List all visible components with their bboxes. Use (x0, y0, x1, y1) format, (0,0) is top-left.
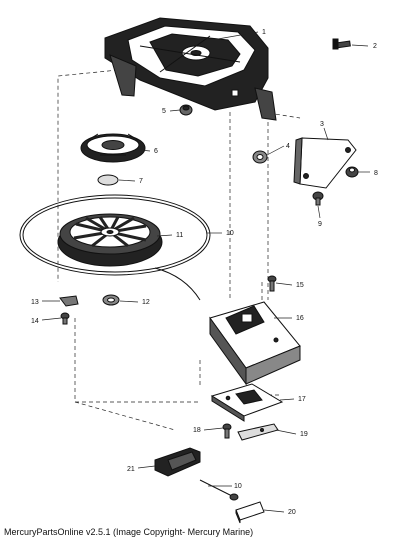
part-disc-7[interactable] (97, 174, 119, 186)
part-rope-guide-16[interactable] (209, 301, 301, 386)
callout-2: 2 (373, 43, 377, 50)
part-screw-2[interactable] (332, 38, 351, 50)
part-strip-19[interactable] (237, 423, 279, 441)
part-bushing-5[interactable] (179, 104, 193, 116)
part-screw-18[interactable] (222, 423, 232, 439)
part-ratchet-6[interactable] (80, 133, 146, 163)
callout-9: 9 (318, 221, 322, 228)
part-spring-10[interactable] (19, 194, 211, 301)
callout-labels: 1 2 3 4 5 6 7 8 9 10 11 12 13 14 15 16 1… (31, 29, 378, 516)
callout-6: 6 (154, 148, 158, 155)
part-clip-13[interactable] (59, 295, 79, 307)
part-bracket[interactable] (293, 137, 357, 189)
part-washer-4[interactable] (252, 150, 268, 164)
part-pin-15[interactable] (267, 275, 277, 292)
callout-14: 14 (31, 318, 39, 325)
part-screw-14[interactable] (60, 312, 70, 325)
part-rope-10[interactable] (199, 479, 239, 501)
callout-8: 8 (374, 170, 378, 177)
part-plate-17[interactable] (210, 383, 284, 422)
callout-16: 16 (296, 315, 304, 322)
callout-7: 7 (139, 178, 143, 185)
copyright-footer: MercuryPartsOnline v2.5.1 (Image Copyrig… (4, 527, 254, 537)
callout-20: 20 (288, 509, 296, 516)
callout-17: 17 (298, 396, 306, 403)
callout-10-spring: 10 (226, 230, 234, 237)
part-screw-9[interactable] (312, 191, 324, 206)
callout-3: 3 (320, 121, 324, 128)
callout-19: 19 (300, 431, 308, 438)
part-pulley-11[interactable] (57, 213, 163, 267)
leader-lines (41, 31, 370, 513)
part-washer-12[interactable] (102, 294, 120, 306)
callout-18: 18 (193, 427, 201, 434)
part-handle-21[interactable] (154, 447, 201, 477)
callout-11: 11 (176, 232, 183, 239)
callout-4: 4 (286, 143, 290, 150)
callout-10-rope: 10 (234, 483, 242, 490)
assembly-dashed-lines (57, 69, 301, 431)
part-housing[interactable] (104, 17, 277, 121)
part-anchor-20[interactable] (235, 501, 265, 524)
callout-13: 13 (31, 299, 39, 306)
callout-21: 21 (127, 466, 135, 473)
part-nut-8[interactable] (345, 166, 359, 178)
callout-12: 12 (142, 299, 150, 306)
callout-1: 1 (262, 29, 266, 36)
callout-5: 5 (162, 108, 166, 115)
callout-15: 15 (296, 282, 304, 289)
